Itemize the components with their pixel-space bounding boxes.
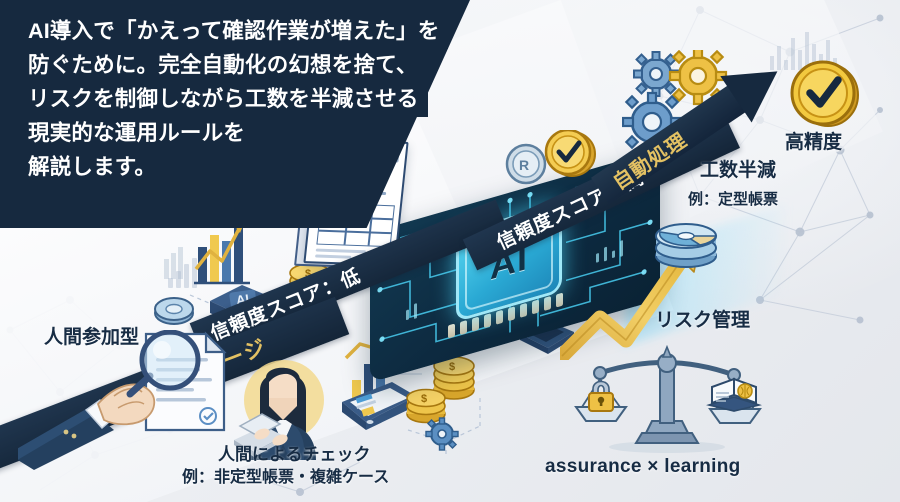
- svg-text:$: $: [449, 361, 455, 373]
- effort-example-label: 例：定型帳票: [688, 191, 779, 208]
- database-pie-icon: [650, 210, 722, 268]
- headline-line-5: 解説します。: [22, 151, 166, 185]
- check-coin-icon: [788, 58, 860, 130]
- balance-scale-icon: [572, 344, 762, 455]
- svg-text:$: $: [421, 393, 427, 405]
- human-check-example-label: 例：非定型帳票・複雑ケース: [182, 469, 390, 486]
- assurance-learning-label: assurance × learning: [545, 456, 741, 477]
- high-accuracy-label: 高精度: [785, 132, 843, 153]
- effort-halved-label: 工数半減: [700, 160, 777, 181]
- human-reviewer-illustration: [228, 348, 338, 460]
- coins-icon: R: [500, 128, 605, 190]
- human-check-label: 人間によるチェック: [218, 445, 371, 464]
- headline-block: AI導入で「かえって確認作業が増えた」を 防ぐために。完全自動化の幻想を捨て、 …: [0, 0, 464, 200]
- human-in-the-loop-label: 人間参加型: [44, 327, 140, 348]
- headline-line-4: 現実的な運用ルールを: [22, 117, 255, 151]
- analytics-cluster-center: $ $: [330, 330, 530, 470]
- small-bar-chart-icon: [168, 258, 202, 288]
- headline-line-3: リスクを制御しながら工数を半減させる: [22, 83, 428, 117]
- svg-text:R: R: [519, 157, 529, 173]
- risk-management-label: リスク管理: [655, 310, 751, 331]
- headline-line-1: AI導入で「かえって確認作業が増えた」を: [22, 16, 449, 49]
- magnifier-hand-illustration: [8, 329, 248, 470]
- headline-line-2: 防ぐために。完全自動化の幻想を捨て、: [22, 49, 427, 83]
